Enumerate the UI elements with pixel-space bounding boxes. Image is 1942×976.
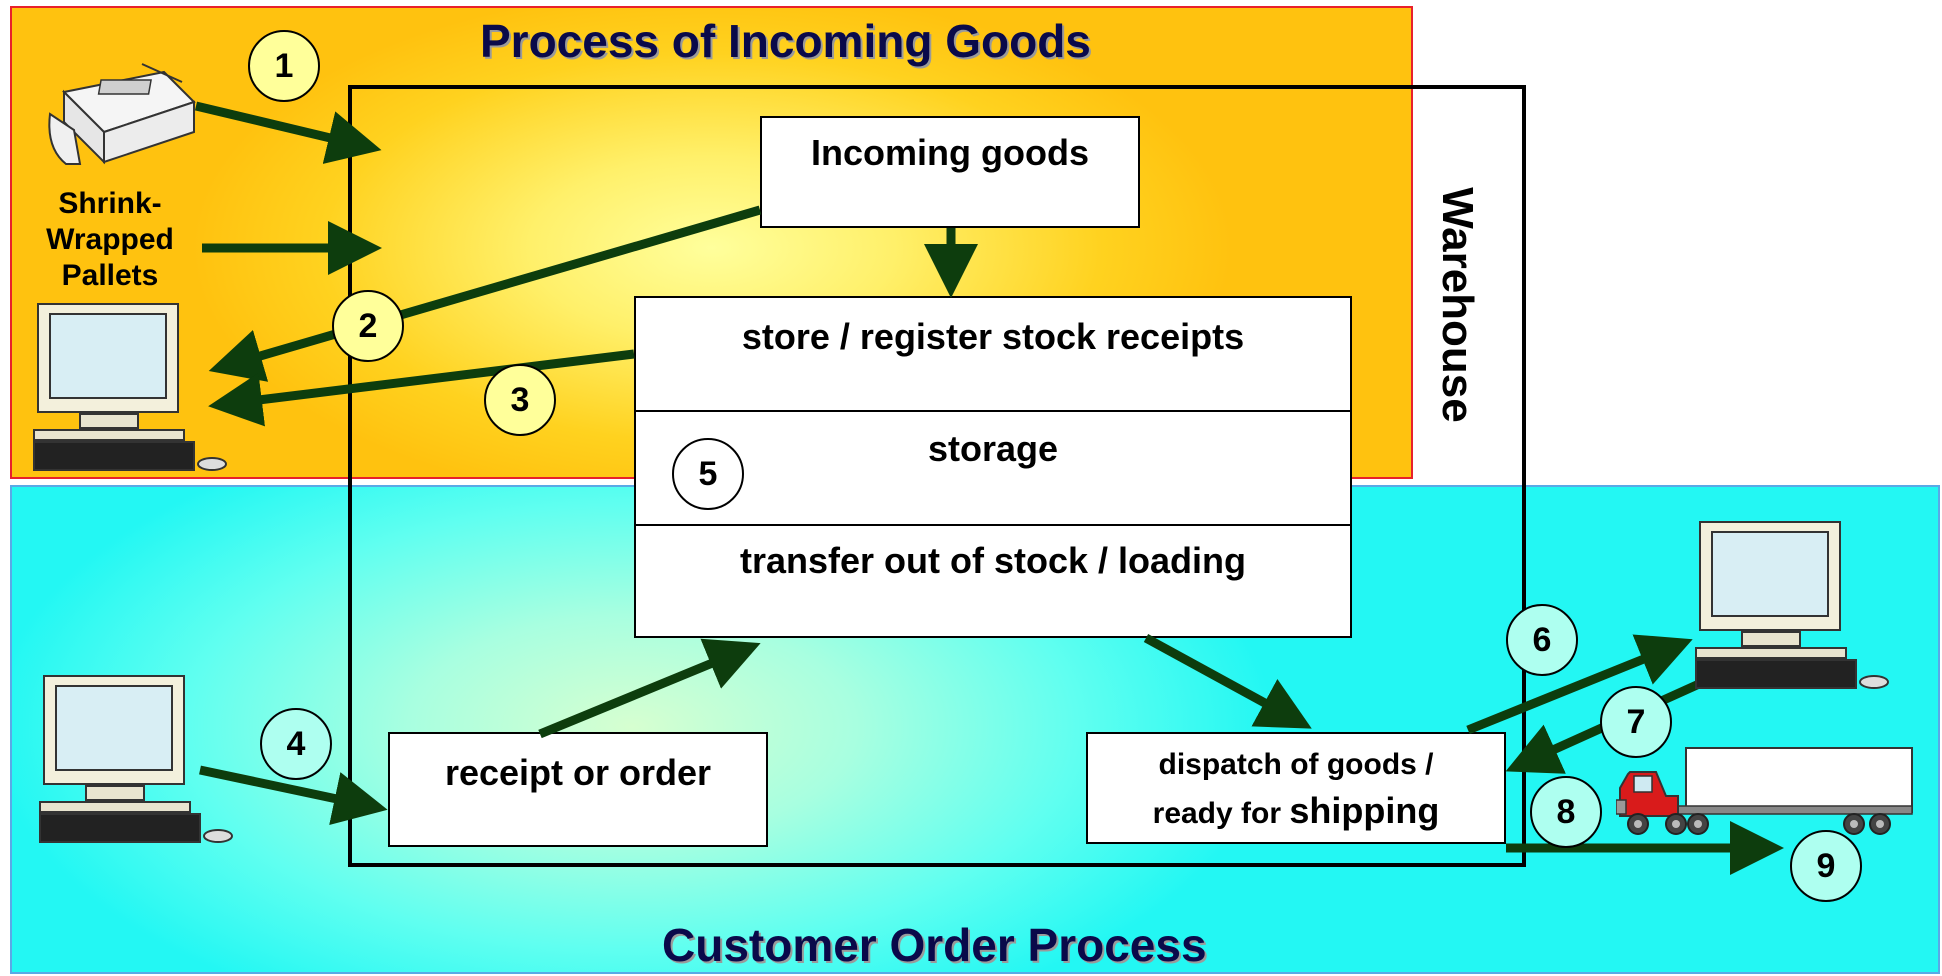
stack-divider-2	[636, 524, 1350, 526]
transfer-label: transfer out of stock / loading	[739, 540, 1247, 581]
step-2-badge: 2	[332, 290, 404, 362]
arrow-store-to-computer	[208, 349, 635, 427]
step-8-badge: 8	[1530, 776, 1602, 848]
dispatch-line-2a: ready for	[1152, 797, 1290, 830]
step-7-badge: 7	[1600, 686, 1672, 758]
arrow-fax-to-warehouse	[194, 101, 382, 164]
step-5-badge: 5	[672, 438, 744, 510]
step-4-badge: 4	[260, 708, 332, 780]
step-3-badge: 3	[484, 364, 556, 436]
warehouse-stack-box: store / register stock receipts storage …	[634, 296, 1352, 638]
receipt-order-box: receipt or order	[388, 732, 768, 847]
receipt-order-label: receipt or order	[444, 752, 712, 793]
dispatch-line-1: dispatch of goods /	[1158, 748, 1434, 781]
dispatch-box: dispatch of goods / ready for shipping	[1086, 732, 1506, 844]
arrow-stack-to-dispatch	[1143, 634, 1312, 729]
dispatch-line-2b: shipping	[1289, 790, 1440, 831]
incoming-goods-box: Incoming goods	[760, 116, 1140, 228]
pallets-label: Shrink- Wrapped Pallets	[30, 186, 190, 294]
arrow-receipt-to-stack	[538, 638, 761, 739]
fax-icon	[48, 63, 196, 165]
arrow-dispatch-to-computer	[1466, 634, 1693, 735]
pallets-line-3: Pallets	[61, 259, 159, 292]
incoming-goods-label: Incoming goods	[811, 132, 1089, 173]
step-6-badge: 6	[1506, 604, 1578, 676]
truck-icon	[1616, 747, 1913, 835]
step-1-badge: 1	[248, 30, 320, 102]
pallets-line-2: Wrapped	[46, 223, 174, 256]
pallets-line-1: Shrink-	[58, 187, 162, 220]
incoming-goods-title: Process of Incoming Goods	[480, 15, 1091, 67]
dispatch-line-2: ready for shipping	[1088, 790, 1504, 832]
customer-order-title: Customer Order Process	[662, 919, 1207, 971]
storage-label: storage	[927, 428, 1059, 469]
computer-icon-shipping	[1695, 521, 1889, 689]
arrow-incoming-to-computer	[208, 205, 762, 382]
step-9-badge: 9	[1790, 830, 1862, 902]
computer-icon-incoming	[33, 303, 227, 471]
stack-divider-1	[636, 410, 1350, 412]
store-register-label: store / register stock receipts	[741, 316, 1245, 357]
arrow-computer-to-receipt	[199, 765, 388, 825]
computer-icon-order	[39, 675, 233, 843]
